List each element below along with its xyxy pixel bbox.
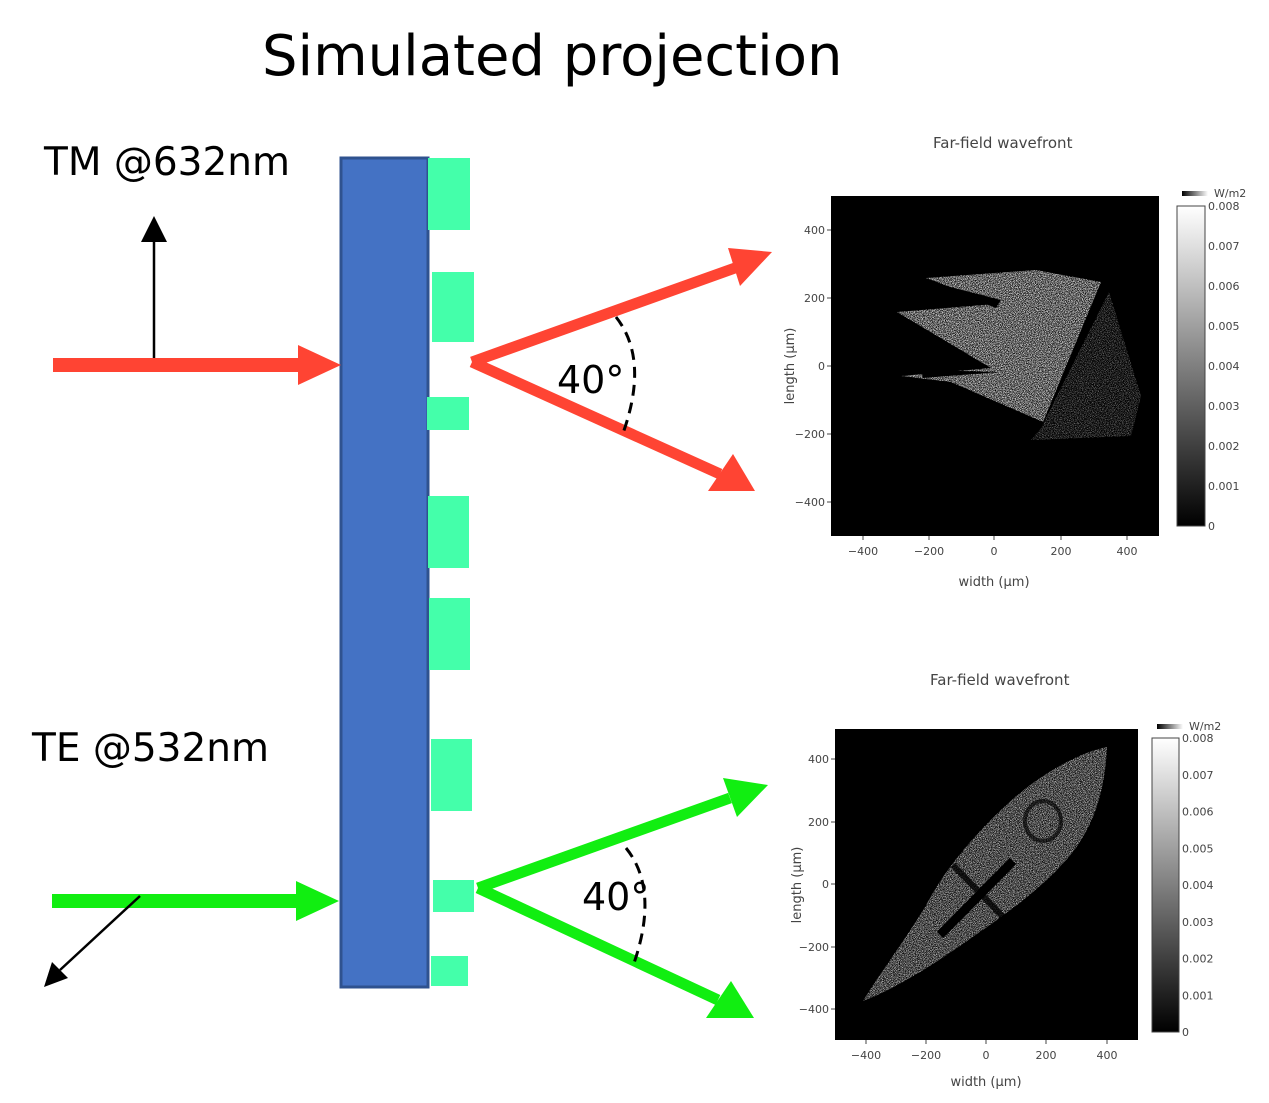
red-diffracted-arrowhead-down: [708, 454, 755, 491]
te-polarization-label: TE @532nm: [32, 726, 270, 771]
plot-title-bottom: Far-field wavefront: [930, 671, 1070, 689]
red-diffracted-beam-down: [469, 356, 723, 480]
te-polarization-arrowhead: [44, 962, 68, 987]
pillar: [429, 598, 470, 670]
incident-red-arrowhead: [298, 345, 341, 385]
tm-polarization-label: TM @632nm: [44, 140, 291, 185]
green-diffracted-arrowhead-down: [706, 981, 754, 1018]
far-field-image-bottom: [835, 729, 1138, 1040]
angle-label-top: 40°: [557, 358, 624, 402]
plot-title-top: Far-field wavefront: [933, 134, 1073, 152]
incident-green-arrowhead: [296, 881, 339, 921]
green-diffracted-beam-down: [475, 883, 721, 1005]
wavefront-arrow-shape: [897, 270, 1141, 440]
pillar: [432, 272, 474, 342]
substrate-slab: [339, 156, 430, 989]
pillar: [431, 956, 468, 986]
angle-arc-bottom: [624, 847, 647, 967]
far-field-image-top: [831, 196, 1159, 536]
wavefront-rocket-shape: [863, 747, 1107, 1001]
page-title: Simulated projection: [262, 24, 843, 89]
te-polarization-arrow: [59, 895, 141, 971]
green-diffracted-arrowhead-up: [723, 778, 768, 817]
green-diffracted-beam-up: [476, 792, 732, 894]
red-diffracted-arrowhead-up: [728, 248, 772, 286]
pillar: [428, 158, 470, 230]
angle-label-bottom: 40°: [582, 875, 649, 919]
pillar: [431, 739, 472, 811]
angle-arc-top: [614, 316, 637, 437]
pillar: [433, 880, 474, 912]
red-diffracted-beam-up: [470, 262, 737, 368]
pillar: [427, 397, 469, 430]
pillar: [428, 496, 469, 568]
tm-polarization-arrowhead: [141, 216, 167, 242]
